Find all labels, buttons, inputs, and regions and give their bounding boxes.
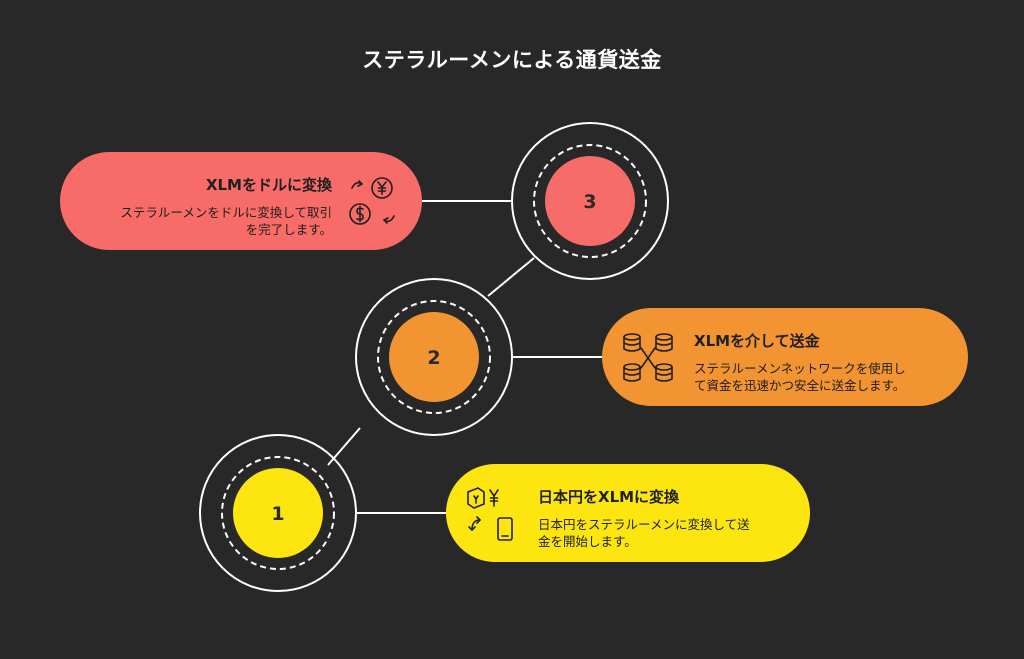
step-1-node: 1 (199, 434, 357, 592)
step-3-card: XLMをドルに変換 ステラルーメンをドルに変換して取引 を完了します。 (60, 152, 422, 250)
step-1-description: 日本円をステラルーメンに変換して送 金を開始します。 (538, 516, 750, 550)
step-1-number: 1 (271, 503, 284, 525)
page-title: ステラルーメンによる通貨送金 (362, 48, 662, 72)
step-2-dashed-ring (377, 300, 491, 414)
step-2-card: XLMを介して送金 ステラルーメンネットワークを使用し て資金を迅速かつ安全に送… (602, 308, 968, 406)
yen-dollar-exchange-icon (349, 177, 395, 225)
step-3-description: ステラルーメンをドルに変換して取引 を完了します。 (120, 204, 332, 238)
step-2-number: 2 (427, 347, 440, 369)
step-1-disc (233, 468, 323, 558)
step-2-description: ステラルーメンネットワークを使用し て資金を迅速かつ安全に送金します。 (694, 360, 906, 394)
step-2-disc (389, 312, 479, 402)
step-1-description-line-1: 日本円をステラルーメンに変換して送 (538, 517, 750, 532)
step-3-heading: XLMをドルに変換 (205, 176, 332, 194)
step-1-card: 日本円をXLMに変換 日本円をステラルーメンに変換して送 金を開始します。 (446, 464, 810, 562)
step-2-description-line-2: て資金を迅速かつ安全に送金します。 (694, 378, 906, 393)
step-1-heading: 日本円をXLMに変換 (538, 488, 680, 506)
step-3-node: 3 (511, 122, 669, 280)
step-2-description-line-1: ステラルーメンネットワークを使用し (694, 361, 906, 376)
step-1-dashed-ring (221, 456, 335, 570)
yen-to-phone-exchange-icon (467, 487, 513, 541)
step-2-heading: XLMを介して送金 (694, 332, 820, 350)
step-3-disc (545, 156, 635, 246)
connector-1-2 (327, 427, 361, 466)
connector-2-3 (487, 257, 535, 297)
step-3-outer-ring (511, 122, 669, 280)
step-2-node: 2 (355, 278, 513, 436)
step-3-dashed-ring (533, 144, 647, 258)
step-3-description-line-2: を完了します。 (245, 222, 332, 237)
step-3-number: 3 (583, 191, 596, 213)
step-1-outer-ring (199, 434, 357, 592)
step-2-outer-ring (355, 278, 513, 436)
step-3-description-line-1: ステラルーメンをドルに変換して取引 (120, 205, 332, 220)
network-database-transfer-icon (623, 333, 673, 382)
step-1-description-line-2: 金を開始します。 (538, 534, 637, 549)
